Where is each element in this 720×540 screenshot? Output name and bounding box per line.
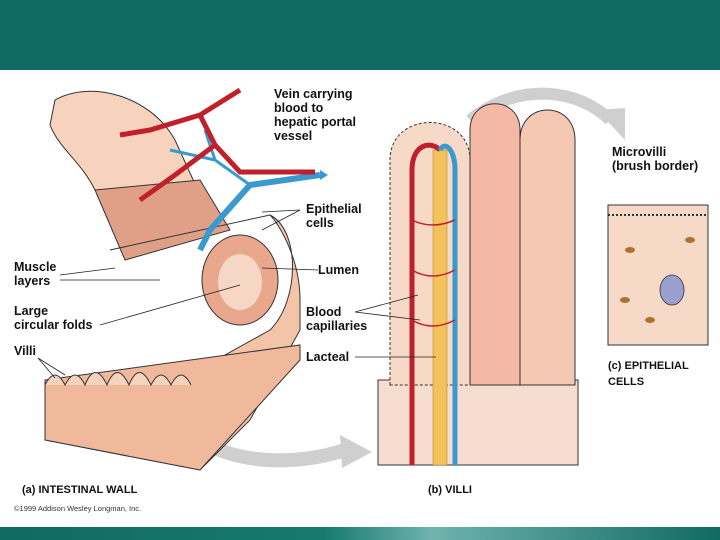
label-villi: Villi — [14, 344, 37, 358]
arrow-to-villi-head — [340, 435, 372, 468]
label-blood-capillaries: Blood capillaries — [306, 305, 368, 333]
artery-capillary — [409, 142, 442, 465]
label-large-circular-folds: Large circular folds — [14, 304, 93, 332]
caption-c: (c) EPITHELIAL CELLS — [608, 360, 689, 388]
intestinal-wall-panel — [44, 87, 328, 471]
arrow-to-cells-head — [597, 108, 625, 140]
label-epithelial-cells: Epithelial cells — [306, 202, 362, 230]
intestine-diagram — [37, 87, 709, 471]
label-lumen: Lumen — [318, 263, 359, 277]
villi-edge — [44, 372, 192, 387]
header-band — [0, 0, 720, 70]
copyright: ©1999 Addison Wesley Longman, Inc. — [14, 504, 142, 513]
muscle-band — [94, 179, 231, 261]
artery-branch — [119, 87, 315, 203]
villi-base — [377, 379, 579, 466]
vein-branch — [197, 172, 321, 252]
label-muscle-layers: Muscle layers — [14, 260, 57, 288]
footer-band — [0, 527, 720, 540]
cells-box — [607, 204, 709, 346]
nucleus — [659, 274, 685, 306]
villus-right — [519, 109, 576, 386]
villus-left — [389, 122, 471, 386]
lacteal-vessel — [432, 149, 448, 466]
label-lacteal: Lacteal — [306, 350, 350, 364]
vein-capillary — [437, 143, 458, 465]
caption-a: (a) INTESTINAL WALL — [22, 484, 138, 496]
label-vein: Vein carrying blood to hepatic portal ve… — [274, 87, 356, 143]
leader-lines — [37, 209, 436, 379]
epithelial-cells-panel — [607, 204, 709, 346]
caption-b: (b) VILLI — [428, 484, 472, 496]
intestine-base — [44, 344, 301, 471]
label-microvilli: Microvilli (brush border) — [612, 145, 699, 173]
villi-panel — [377, 103, 579, 466]
villus-middle — [469, 103, 521, 386]
